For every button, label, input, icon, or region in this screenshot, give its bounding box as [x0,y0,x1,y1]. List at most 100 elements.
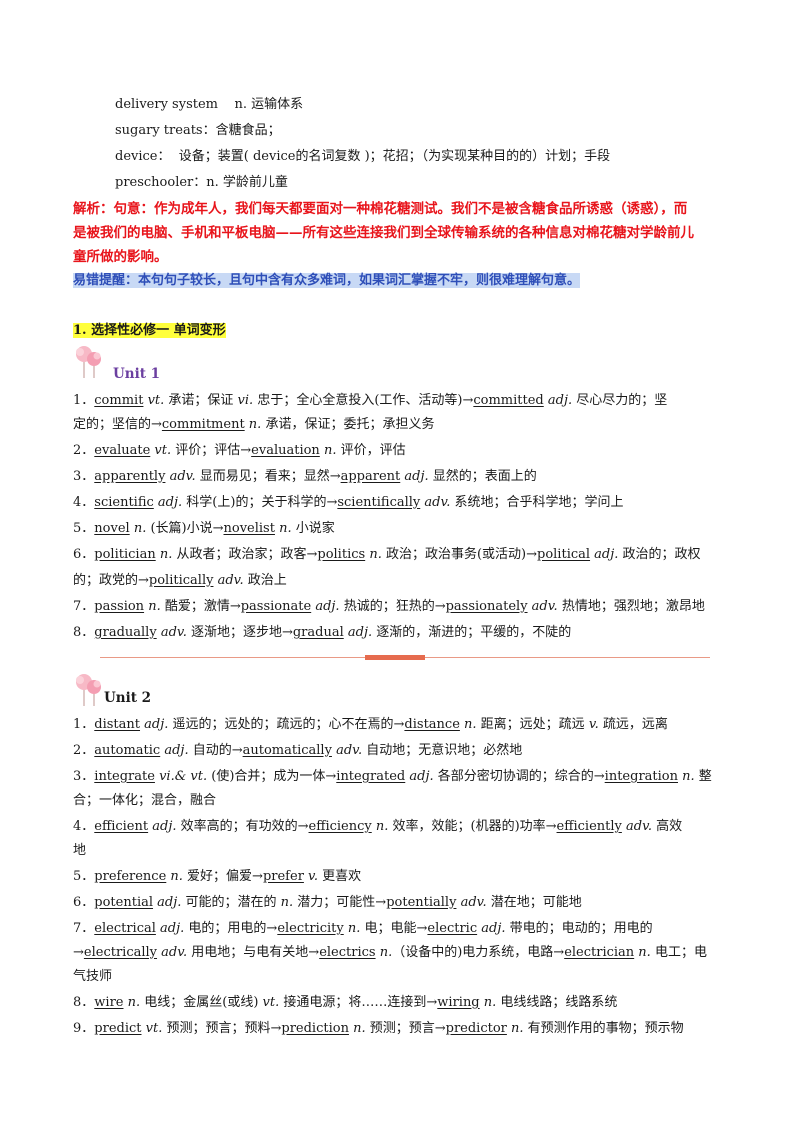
text-span: 酷爱；激情→ [160,599,241,614]
analysis-line-2: 是被我们的电脑、手机和平板电脑——所有这些连接我们到全球传输系统的各种信息对棉花… [73,225,694,241]
derived-word: predictor [445,1021,507,1036]
text-span: 评价，评估 [336,443,406,458]
divider-accent [365,655,425,660]
text-span: 接通电源；将……连接到→ [279,995,438,1010]
text-span: 可能的；潜在的 [181,895,281,910]
vocab-line: device： 设备；装置( device的名词复数 )；花招；（为实现某种目的… [115,148,610,166]
text-span: 9． [73,1021,95,1036]
list-item: 2．evaluate vt. 评价；评估→evaluation n. 评价，评估 [73,442,406,460]
derived-word: prefer [262,869,304,884]
text-span: n. [280,895,294,910]
list-item: 5．preference n. 爱好；偏爱→prefer v. 更喜欢 [73,868,361,886]
text-span: adj. [343,625,373,640]
text-span: 承诺；保证 [164,393,238,408]
text-span: adv. [157,945,188,960]
flower-icon [76,674,101,706]
text-span: v. [588,717,599,732]
text-span: 显而易见；看来；显然→ [195,469,341,484]
text-span: n. [479,995,497,1010]
text-span: 定的；坚信的→ [73,417,162,432]
text-span: adj. [311,599,340,614]
text-span: (使)合并；成为一体→ [207,769,337,784]
text-span: 3． [73,769,95,784]
list-item: 5．novel n. (长篇)小说→novelist n. 小说家 [73,520,335,538]
text-span: n. [506,1021,524,1036]
text-span: 电线；金属丝(或线) [140,995,263,1010]
list-item-continued: 定的；坚信的→commitment n. 承诺，保证；委托；承担义务 [73,416,434,434]
headword: wire [94,995,124,1010]
list-item: 4．efficient adj. 效率高的；有功效的→efficiency n.… [73,818,682,836]
list-item: 3．integrate vi.& vt. (使)合并；成为一体→integrat… [73,768,712,786]
text-span: n. [371,819,389,834]
text-span: (长篇)小说→ [146,521,224,536]
text-span: 效率高的；有功效的→ [176,819,309,834]
derived-word: electrically [83,945,158,960]
headword: integrate [94,769,155,784]
section-title-line: 1. 选择性必修一 单词变形 [73,322,226,340]
text-span: adv. [156,625,187,640]
text-span: 电；电能→ [360,921,428,936]
vocab-def: 设备；装置( device的名词复数 )；花招；（为实现某种目的的）计划；手段 [178,149,611,164]
text-span: 潜在地；可能地 [486,895,582,910]
text-span: adj. [153,895,182,910]
derived-word: electrician [564,945,635,960]
list-item-continued: 地 [73,842,86,860]
derived-word: passionately [445,599,528,614]
vocab-term: device： [115,149,171,164]
text-span: adj. [543,393,573,408]
text-span: 自动的→ [188,743,243,758]
text-span: 8． [73,995,95,1010]
text-span: 电线线路；线路系统 [496,995,618,1010]
derived-word: evaluation [251,443,320,458]
text-span: vt. [262,995,280,1010]
text-span: 高效 [652,819,683,834]
list-item: 9．predict vt. 预测；预言；预料→prediction n. 预测；… [73,1020,684,1038]
derived-word: efficiency [308,819,372,834]
vocab-def: n. 运输体系 [234,97,304,112]
list-item: 1．commit vt. 承诺；保证 vi. 忠于；全心全意投入(工作、活动等)… [73,392,667,410]
text-span: 显然的；表面上的 [428,469,537,484]
text-span: （设备中的)电力系统，电路→ [392,945,565,960]
list-item: 7．electrical adj. 电的；用电的→electricity n. … [73,920,653,938]
text-span: adj. [160,743,189,758]
text-span: vi. [237,393,254,408]
text-span: n. [634,945,651,960]
text-span: n. [274,521,292,536]
derived-word: electricity [277,921,344,936]
text-span: n. [678,769,695,784]
unit-1-title: Unit 1 [113,366,161,382]
text-span: 6． [73,547,95,562]
text-span: 5． [73,521,95,536]
text-span: 科学(上)的；关于科学的→ [182,495,338,510]
text-span: adv. [213,573,244,588]
text-span: vt. [143,393,165,408]
unit-2-title: Unit 2 [104,690,152,706]
text-span: n. [319,443,337,458]
headword: passion [94,599,145,614]
derived-word: electrics [319,945,376,960]
text-span: n. [343,921,361,936]
text-span: adv. [420,495,451,510]
text-span: 气技师 [73,969,113,984]
derived-word: scientifically [337,495,421,510]
derived-word: integrated [336,769,406,784]
text-span: 有预测作用的事物；预示物 [523,1021,684,1036]
text-span: 整 [694,769,712,784]
text-span: vt. [141,1021,163,1036]
text-span: adj. [405,769,434,784]
text-span: 1． [73,393,95,408]
list-item-continued: →electrically adv. 用电地；与电有关地→electrics n… [73,944,707,962]
analysis-line-1: 解析：句意：作为成年人，我们每天都要面对一种棉花糖测试。我们不是被含糖食品所诱惑… [73,200,687,218]
text-span: 1． [73,717,95,732]
list-item: 7．passion n. 酷爱；激情→passionate adj. 热诚的；狂… [73,598,705,616]
text-span: adv. [527,599,558,614]
text-span: 合；一体化；混合，融合 [73,793,217,808]
text-span: n. [129,521,147,536]
text-span: 政治；政治事务(或活动)→ [381,547,537,562]
list-item: 4．scientific adj. 科学(上)的；关于科学的→scientifi… [73,494,624,512]
vocab-term: sugary treats： [115,123,216,138]
vocab-def: 含糖食品； [215,123,281,138]
vocab-line: preschooler：n. 学龄前儿童 [115,174,288,192]
text-span: n. [365,547,382,562]
text-span: n. [144,599,161,614]
